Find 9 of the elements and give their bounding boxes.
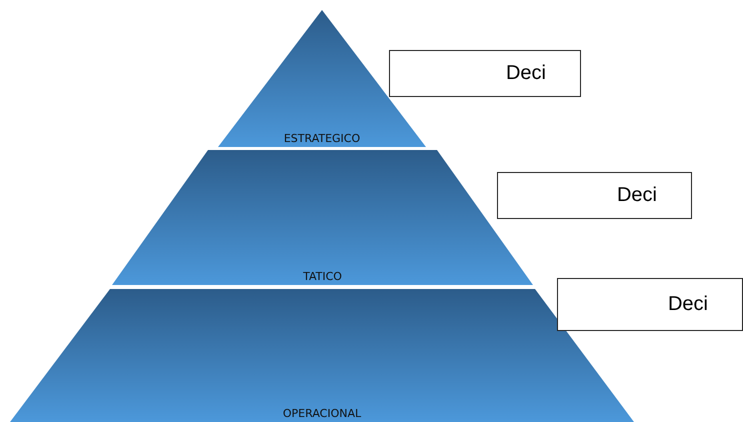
decision-box: Deci — [497, 172, 692, 219]
pyramid-tier — [10, 289, 634, 422]
pyramid-tier — [112, 150, 533, 285]
tier-label: TATICO — [302, 270, 343, 283]
tier-label: ESTRATEGICO — [282, 132, 362, 145]
decision-box: Deci — [389, 50, 581, 97]
decision-box: Deci — [557, 278, 743, 331]
pyramid-tier — [218, 10, 426, 147]
tier-label: OPERACIONAL — [282, 407, 362, 420]
